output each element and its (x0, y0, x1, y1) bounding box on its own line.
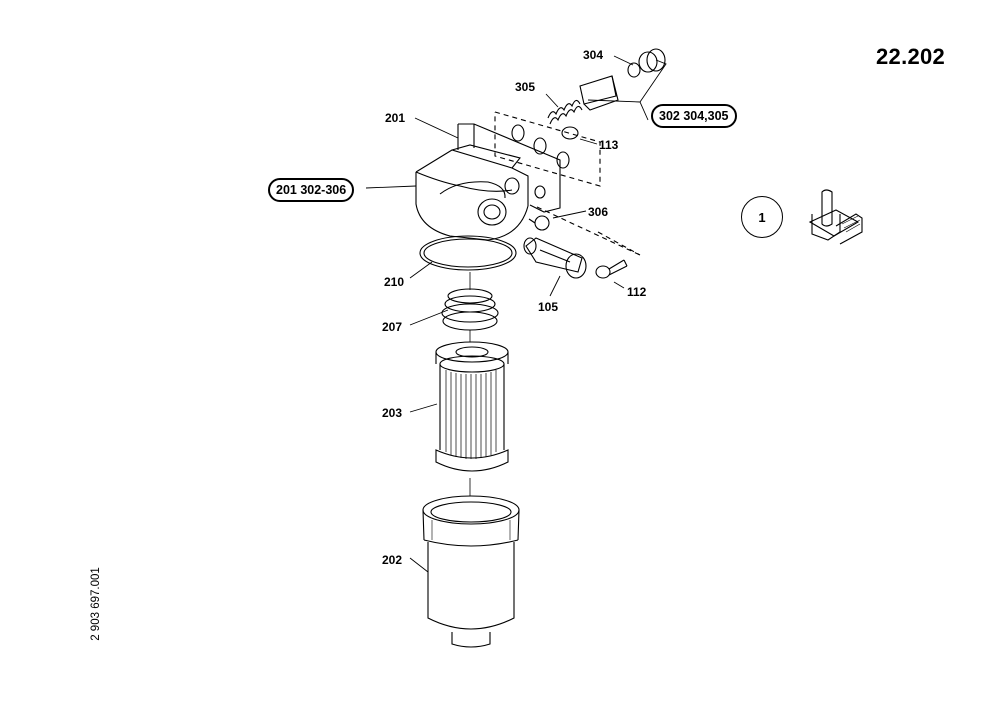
filter-head-201 (415, 123, 561, 241)
part-label-207: 207 (382, 320, 403, 334)
document-id: 2 903 697.001 (90, 567, 102, 641)
part-label-202: 202 (382, 553, 403, 567)
tool-symbol (808, 189, 863, 245)
assembly-group-201: 201 302-306 (268, 178, 355, 202)
filter-bowl-202 (422, 495, 520, 648)
o-ring-113 (561, 126, 579, 140)
spring-207 (441, 288, 499, 331)
assembly-group-302: 302 304,305 (651, 104, 737, 128)
callout-marker: 1 (741, 196, 783, 238)
filter-element-203 (435, 341, 509, 472)
spring-305 (547, 99, 583, 125)
part-label-304: 304 (583, 48, 604, 62)
mounting-holes (511, 124, 570, 169)
o-ring-210 (419, 235, 517, 271)
screw-112 (595, 259, 628, 279)
leader-lines (365, 55, 667, 573)
part-label-112: 112 (627, 285, 647, 299)
indicator-105 (523, 237, 587, 279)
part-label-201: 201 (385, 111, 406, 125)
valve-insert (579, 48, 666, 111)
part-label-305: 305 (515, 80, 536, 94)
part-label-113: 113 (599, 138, 619, 152)
mounting-outline (494, 111, 641, 256)
part-label-210: 210 (384, 275, 405, 289)
part-label-105: 105 (538, 300, 559, 314)
plug-306 (528, 215, 550, 231)
part-label-203: 203 (382, 406, 403, 420)
page-number: 22.202 (876, 44, 946, 69)
part-label-306: 306 (588, 205, 609, 219)
